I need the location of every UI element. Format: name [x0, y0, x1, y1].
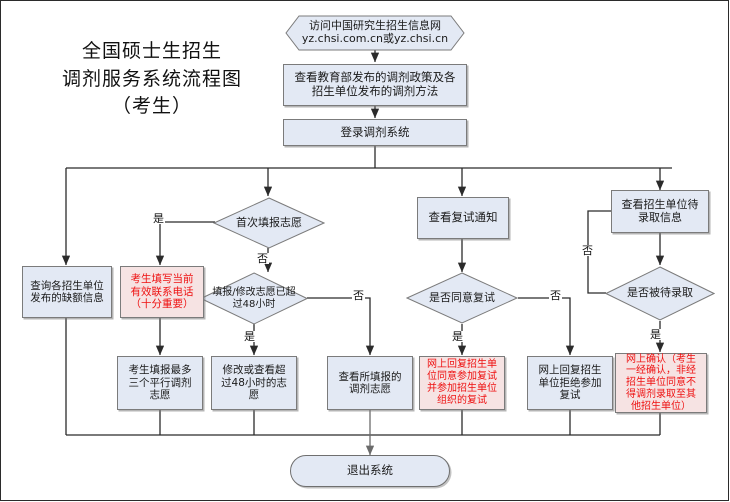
node-login-label: 登录调剂系统 [340, 124, 410, 139]
edge-label-first-no: 否 [256, 252, 269, 265]
node-agree-retest[interactable]: 是否同意复试 [406, 272, 518, 324]
node-view-notice-label: 查看复试通知 [428, 210, 498, 225]
node-is-pending-label: 是否被待录取 [627, 286, 693, 300]
diamond-shape [200, 272, 308, 325]
node-over48-label: 填报/修改志愿已超过48小时 [212, 286, 296, 310]
node-modify-48-label: 修改或查看超过48小时的志愿 [221, 364, 287, 402]
node-logout[interactable]: 退出系统 [290, 455, 450, 487]
node-is-pending[interactable]: 是否被待录取 [605, 266, 715, 321]
edge-label-over48-yes: 是 [243, 330, 256, 343]
edge-label-agree-no: 否 [549, 289, 562, 302]
node-query-vacancy[interactable]: 查询各招生单位发布的缺额信息 [22, 266, 112, 318]
node-view-filled[interactable]: 查看所填报的调剂志愿 [327, 356, 413, 410]
edge-label-over48-no: 否 [352, 289, 365, 302]
title-line-1: 全国硕士生招生 [81, 40, 222, 62]
node-view-pending-label: 查看招生单位待录取信息 [621, 197, 699, 224]
edge-label-agree-yes: 是 [451, 330, 464, 343]
edge-label-first-yes: 是 [152, 212, 165, 225]
chart-title: 全国硕士生招生 调剂服务系统流程图 （考生） [42, 38, 262, 121]
node-policy[interactable]: 查看教育部发布的调剂政策及各招生单位发布的调剂方法 [283, 64, 467, 106]
hexagon-shape [285, 15, 465, 51]
node-reply-agree-label: 网上回复招生单位同意参加复试并参加招生单位组织的复试 [427, 359, 497, 406]
node-view-notice[interactable]: 查看复试通知 [417, 197, 509, 239]
node-view-filled-label: 查看所填报的调剂志愿 [338, 370, 402, 395]
node-fill-three-label: 考生填报最多三个平行调剂志愿 [128, 364, 192, 402]
node-modify-48[interactable]: 修改或查看超过48小时的志愿 [211, 356, 297, 410]
node-phone-label: 考生填写当前有效联系电话（十分重要） [130, 273, 194, 311]
node-agree-retest-label: 是否同意复试 [429, 290, 495, 304]
node-query-vacancy-label: 查询各招生单位发布的缺额信息 [30, 279, 104, 304]
node-confirm-online[interactable]: 网上确认（考生一经确认，非经招生单位同意不得调剂录取至其他招生单位） [615, 353, 707, 413]
node-reply-agree[interactable]: 网上回复招生单位同意参加复试并参加招生单位组织的复试 [419, 356, 505, 410]
edge-label-pending-yes: 是 [649, 328, 662, 341]
node-confirm-online-label: 网上确认（考生一经确认，非经招生单位同意不得调剂录取至其他招生单位） [626, 353, 696, 412]
diamond-shape [406, 272, 518, 324]
node-view-pending[interactable]: 查看招生单位待录取信息 [611, 190, 709, 233]
diamond-shape [213, 197, 325, 249]
node-first-fill-label: 首次填报志愿 [236, 215, 302, 229]
node-over48[interactable]: 填报/修改志愿已超过48小时 [200, 272, 308, 325]
node-policy-label: 查看教育部发布的调剂政策及各招生单位发布的调剂方法 [294, 70, 456, 98]
edge-label-pending-no: 否 [581, 244, 594, 257]
node-start-label: 访问中国研究生招生信息网 yz.chsi.com.cn或yz.chsi.cn [301, 19, 449, 45]
node-reply-refuse-label: 网上回复招生单位拒绝参加复试 [538, 364, 602, 402]
node-phone[interactable]: 考生填写当前有效联系电话（十分重要） [120, 266, 204, 318]
node-first-fill[interactable]: 首次填报志愿 [213, 197, 325, 249]
node-reply-refuse[interactable]: 网上回复招生单位拒绝参加复试 [527, 356, 613, 410]
node-login[interactable]: 登录调剂系统 [283, 119, 467, 146]
node-start[interactable]: 访问中国研究生招生信息网 yz.chsi.com.cn或yz.chsi.cn [285, 15, 465, 51]
title-line-2: 调剂服务系统流程图 [61, 67, 242, 90]
title-line-3: （考生） [111, 95, 192, 118]
node-fill-three[interactable]: 考生填报最多三个平行调剂志愿 [117, 356, 203, 410]
diamond-shape [605, 266, 715, 321]
node-logout-label: 退出系统 [347, 463, 393, 478]
